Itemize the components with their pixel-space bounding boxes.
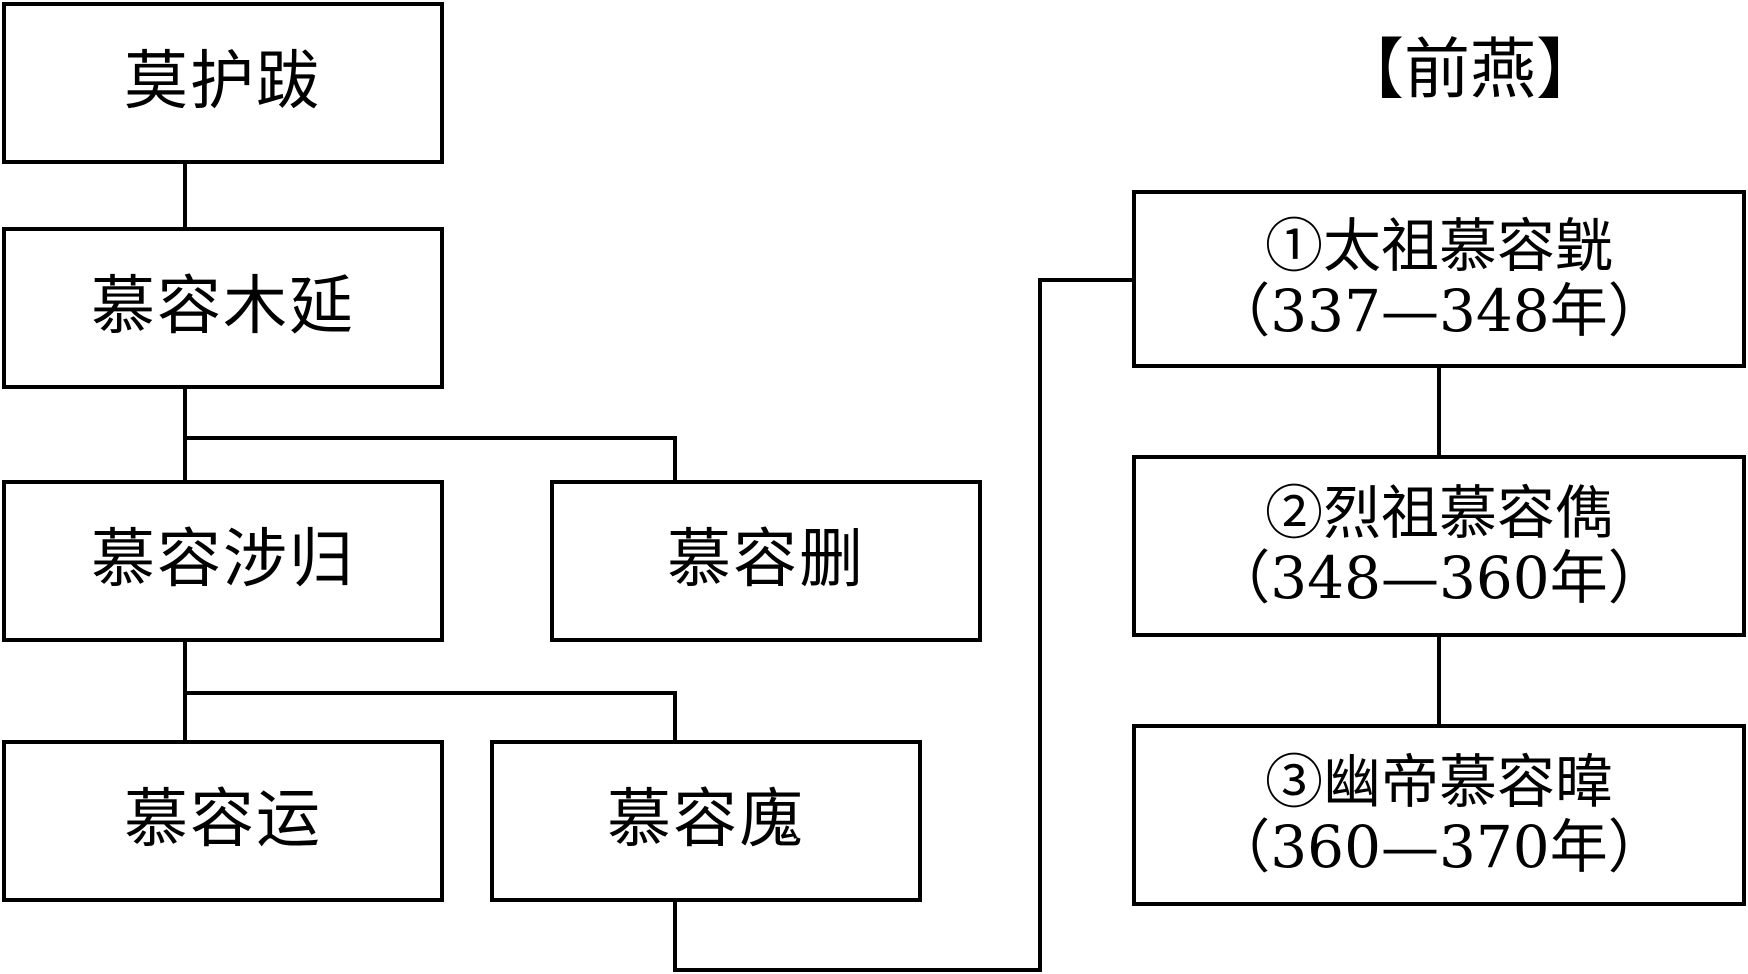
- node-murong-shan: 慕容删: [550, 480, 982, 642]
- node-name: 慕容木延: [91, 270, 355, 345]
- ruler-reign: （360—370年）: [1212, 813, 1666, 881]
- node-name: 慕容删: [667, 523, 865, 598]
- ruler-reign: （337—348年）: [1212, 277, 1666, 345]
- connector-shegui-hui: [183, 691, 677, 742]
- node-name: 慕容廆: [607, 783, 805, 858]
- ruler-taizu-murong-huang: ①太祖慕容皝 （337—348年）: [1132, 190, 1746, 368]
- connector-muyan-shan: [183, 436, 677, 482]
- node-murong-yun: 慕容运: [2, 740, 444, 902]
- ruler-reign: （348—360年）: [1212, 544, 1666, 612]
- connector-hui-huang: [673, 278, 1134, 972]
- node-murong-shegui: 慕容涉归: [2, 480, 444, 642]
- node-name: 慕容运: [124, 783, 322, 858]
- node-name: 慕容涉归: [91, 523, 355, 598]
- node-name: 莫护跋: [124, 45, 322, 120]
- ruler-name: ③幽帝慕容暐: [1264, 748, 1613, 817]
- ruler-liezu-murong-jun: ②烈祖慕容儁 （348—360年）: [1132, 455, 1746, 637]
- ruler-name: ①太祖慕容皝: [1264, 212, 1613, 281]
- node-murong-hui: 慕容廆: [490, 740, 922, 902]
- ruler-name: ②烈祖慕容儁: [1264, 479, 1613, 548]
- state-title-former-yan: 【前燕】: [1338, 31, 1602, 108]
- node-mohuba: 莫护跋: [2, 2, 444, 164]
- node-murong-muyan: 慕容木延: [2, 227, 444, 389]
- ruler-youdi-murong-wei: ③幽帝慕容暐 （360—370年）: [1132, 724, 1746, 906]
